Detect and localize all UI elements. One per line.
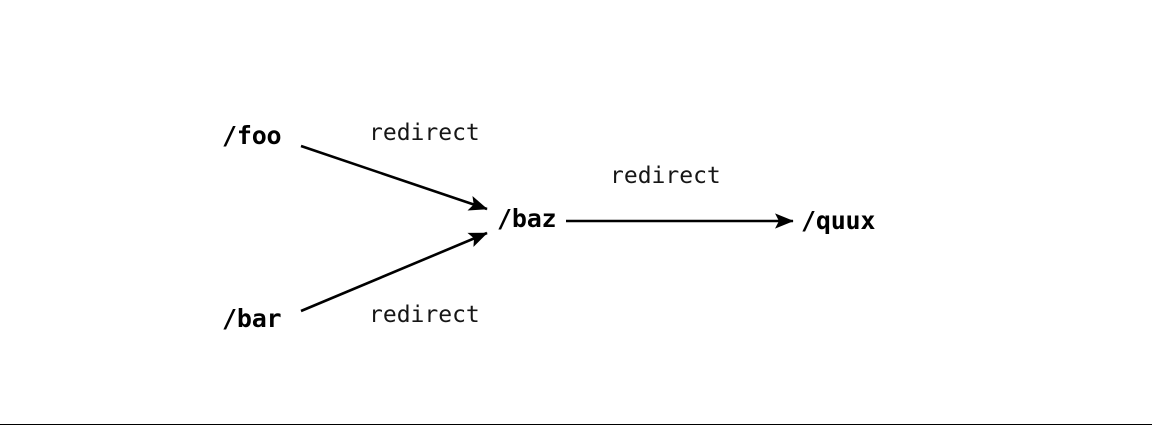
bottom-rule-divider [0, 424, 1152, 425]
node-label-quux: /quux [801, 206, 876, 235]
edge-foo-baz-line [300, 144, 488, 211]
edge-bar-baz-line [300, 231, 488, 313]
node-label-baz: /baz [497, 204, 557, 233]
node-label-foo: /foo [222, 121, 282, 150]
edge-label-foo-baz: redirect [369, 120, 480, 146]
edge-label-baz-quux: redirect [610, 163, 721, 189]
edge-label-bar-baz: redirect [369, 302, 480, 328]
node-label-bar: /bar [222, 304, 282, 333]
